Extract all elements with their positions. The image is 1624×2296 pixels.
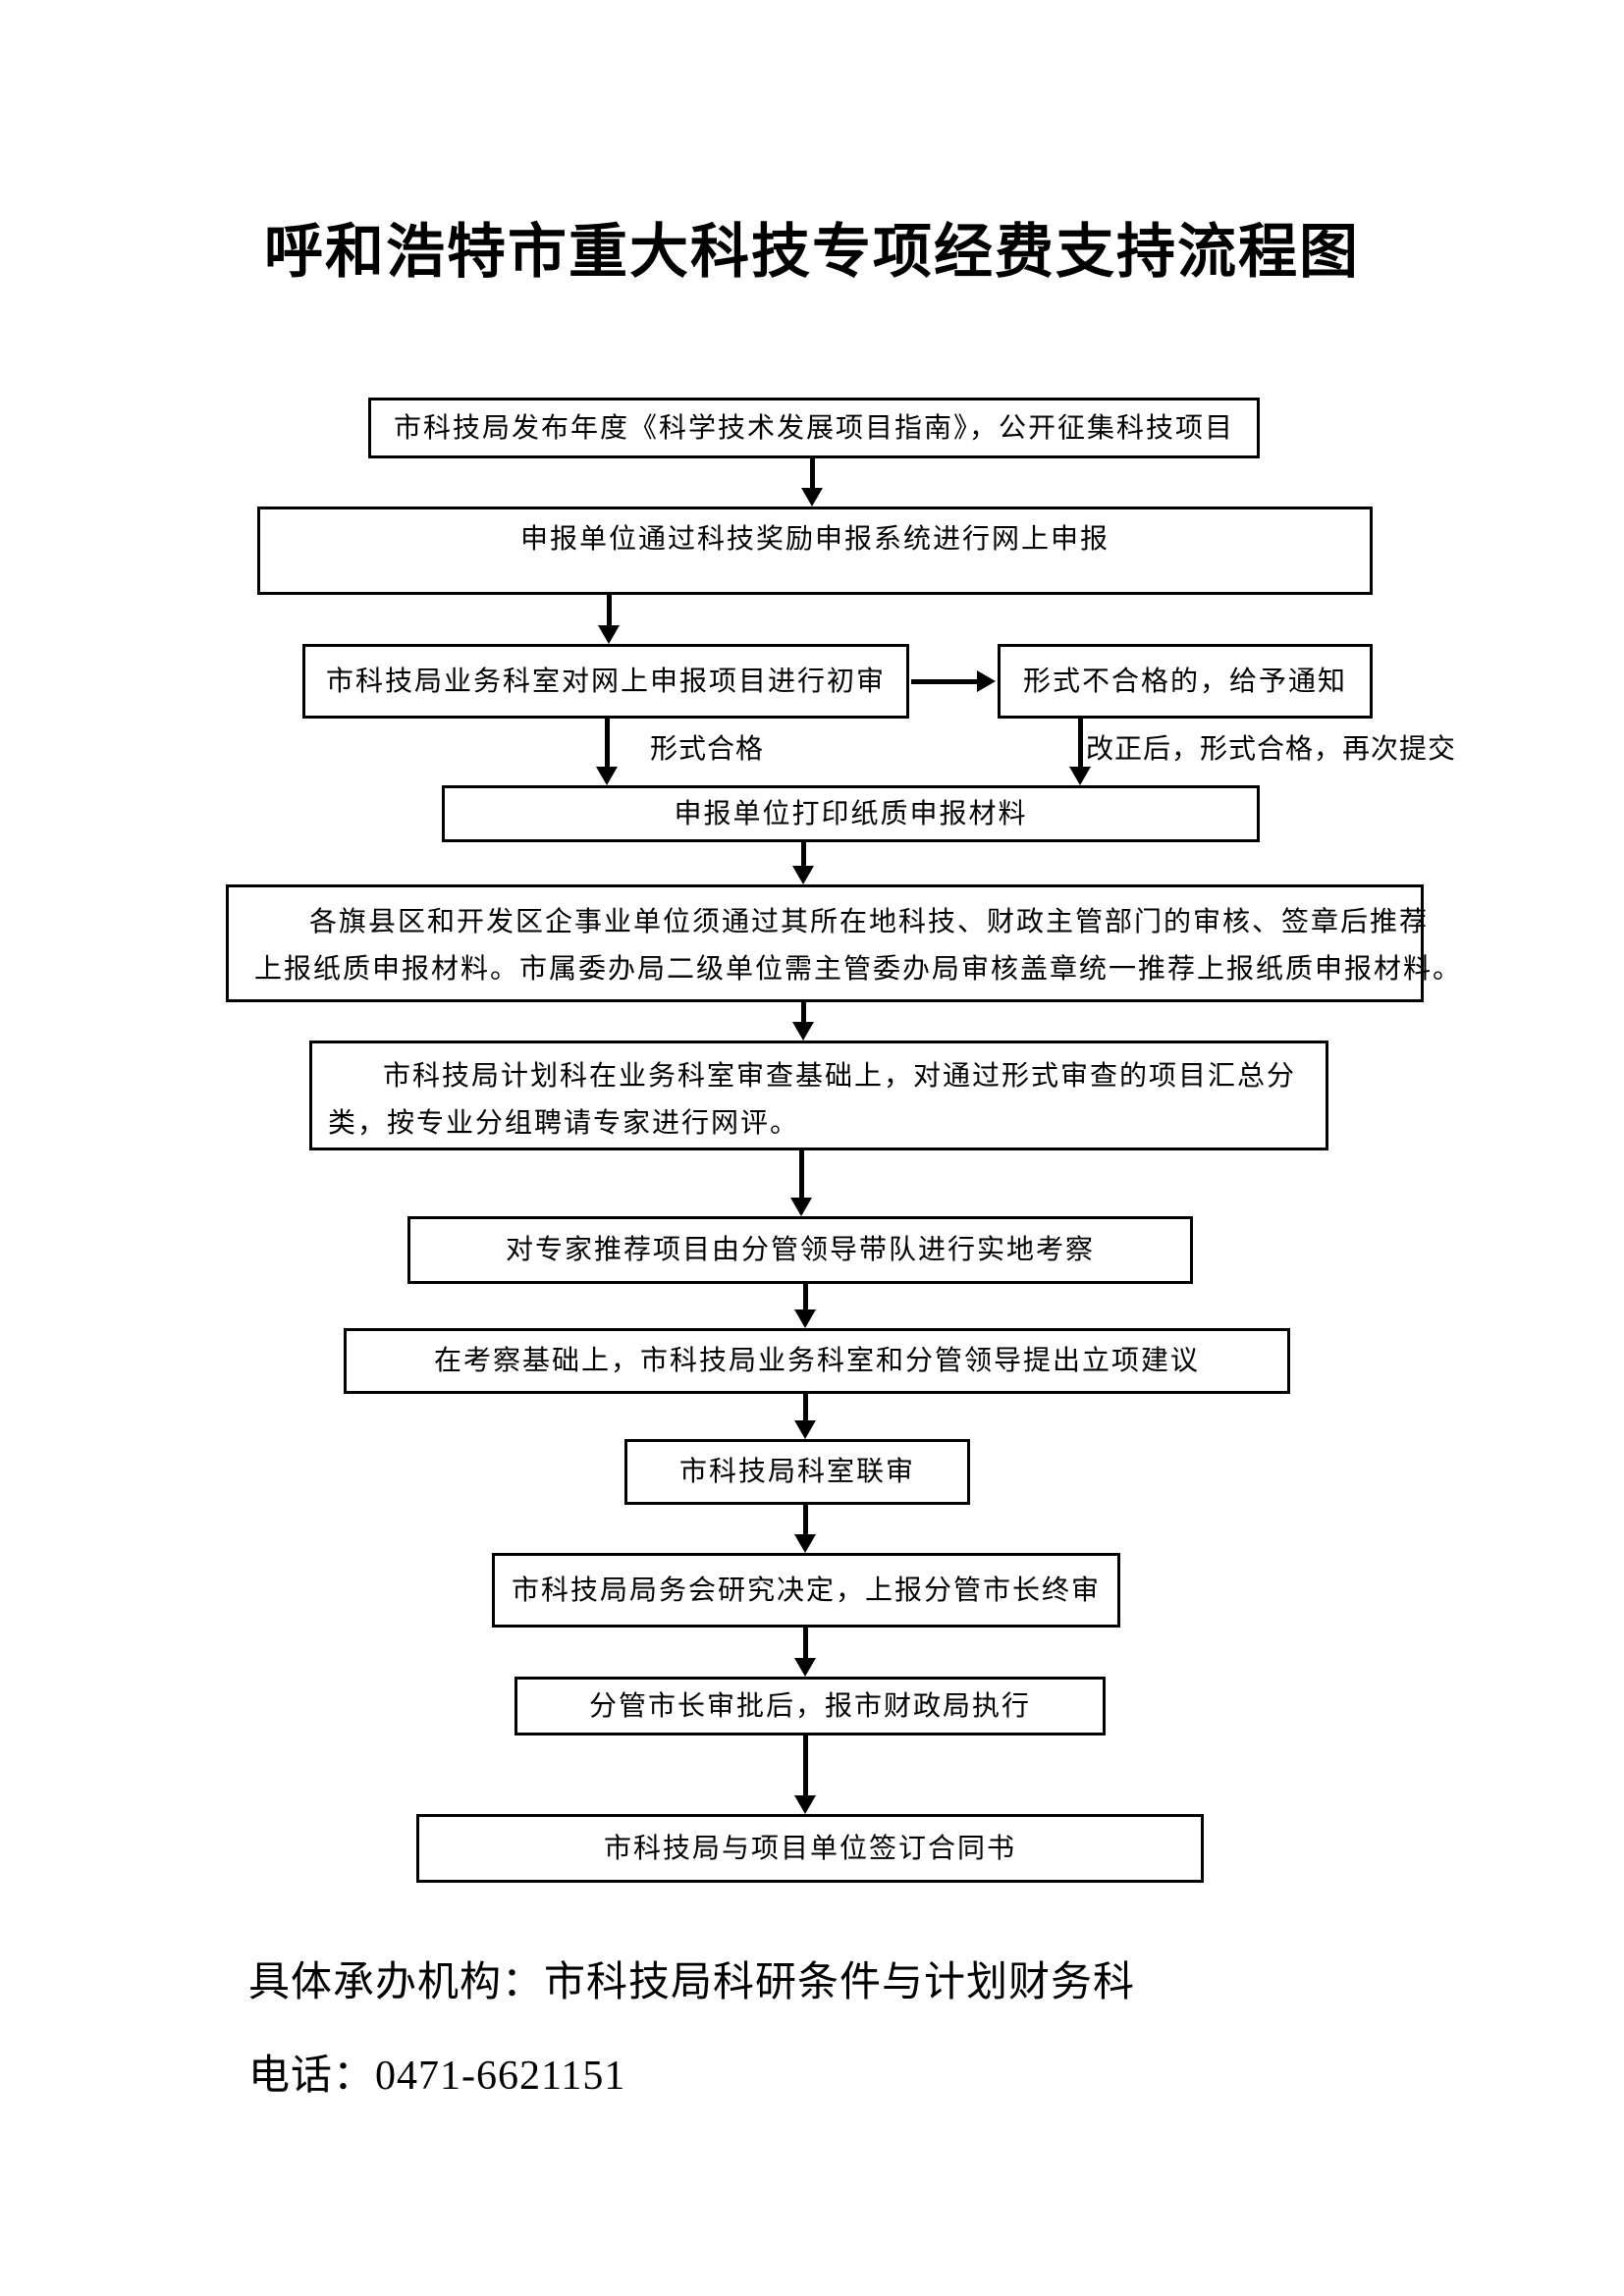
flow-step-initial-review: 市科技局业务科室对网上申报项目进行初审 (302, 644, 909, 719)
flow-step-label: 对专家推荐项目由分管领导带队进行实地考察 (505, 1235, 1095, 1265)
flow-step-bureau-decision: 市科技局局务会研究决定，上报分管市长终审 (492, 1553, 1120, 1628)
flow-step-project-proposal: 在考察基础上，市科技局业务科室和分管领导提出立项建议 (344, 1328, 1290, 1394)
flow-step-line1: 各旗县区和开发区企事业单位须通过其所在地科技、财政主管部门的审核、签章后推荐 (309, 907, 1430, 937)
flow-step-label: 在考察基础上，市科技局业务科室和分管领导提出立项建议 (433, 1346, 1200, 1376)
flow-step-sign-contract: 市科技局与项目单位签订合同书 (416, 1814, 1204, 1883)
arrow-down-5 (790, 1150, 812, 1216)
label-form-pass: 形式合格 (650, 734, 765, 765)
arrow-down-resubmit (1069, 719, 1091, 785)
flow-step-label: 形式不合格的，给予通知 (1022, 666, 1347, 697)
flow-step-mayor-approval: 分管市长审批后，报市财政局执行 (514, 1677, 1106, 1735)
arrow-right-fail (911, 670, 996, 692)
arrow-down-8 (794, 1505, 816, 1553)
arrow-down-pass (596, 719, 618, 785)
flow-step-line2: 上报纸质申报材料。市属委办局二级单位需主管委办局审核盖章统一推荐上报纸质申报材料… (254, 954, 1463, 985)
arrow-down-1 (801, 458, 823, 507)
arrow-down-4 (792, 1002, 814, 1041)
flow-step-joint-review: 市科技局科室联审 (624, 1439, 970, 1505)
flow-step-label: 市科技局业务科室对网上申报项目进行初审 (325, 666, 886, 697)
arrow-down-9 (794, 1628, 816, 1677)
flow-step-label: 市科技局与项目单位签订合同书 (603, 1833, 1016, 1864)
flow-step-line2: 类，按专业分组聘请专家进行网评。 (328, 1108, 800, 1139)
flow-step-online-application: 申报单位通过科技奖励申报系统进行网上申报 (257, 507, 1373, 595)
flow-step-label: 市科技局局务会研究决定，上报分管市长终审 (511, 1575, 1101, 1606)
flow-step-label: 市科技局发布年度《科学技术发展项目指南》，公开征集科技项目 (393, 412, 1234, 444)
arrow-down-2 (598, 595, 620, 644)
flow-step-publish-guide: 市科技局发布年度《科学技术发展项目指南》，公开征集科技项目 (368, 398, 1260, 458)
flow-step-label: 申报单位打印纸质申报材料 (674, 798, 1028, 829)
flow-step-expert-online-review: 市科技局计划科在业务科室审查基础上，对通过形式审查的项目汇总分 类，按专业分组聘… (309, 1041, 1328, 1150)
footer-phone: 电话：0471-6621151 (248, 2054, 626, 2099)
flow-step-line1: 市科技局计划科在业务科室审查基础上，对通过形式审查的项目汇总分 (383, 1061, 1297, 1092)
flow-step-site-inspection: 对专家推荐项目由分管领导带队进行实地考察 (407, 1216, 1193, 1284)
page-title: 呼和浩特市重大科技专项经费支持流程图 (264, 219, 1360, 285)
flow-step-local-review-recommend: 各旗县区和开发区企事业单位须通过其所在地科技、财政主管部门的审核、签章后推荐 上… (226, 884, 1463, 1002)
arrow-down-6 (794, 1284, 816, 1328)
flow-step-print-materials: 申报单位打印纸质申报材料 (442, 785, 1260, 842)
arrow-down-3 (792, 842, 814, 884)
flow-step-label: 申报单位通过科技奖励申报系统进行网上申报 (519, 524, 1110, 555)
flow-step-label: 市科技局科室联审 (678, 1457, 915, 1487)
flow-step-fail-notice: 形式不合格的，给予通知 (998, 644, 1373, 719)
label-resubmit: 改正后，形式合格，再次提交 (1086, 734, 1457, 765)
arrow-down-7 (794, 1394, 816, 1439)
flow-step-label: 分管市长审批后，报市财政局执行 (588, 1690, 1031, 1722)
arrow-down-10 (794, 1735, 816, 1814)
footer-agency: 具体承办机构：市科技局科研条件与计划财务科 (248, 1960, 1136, 2005)
